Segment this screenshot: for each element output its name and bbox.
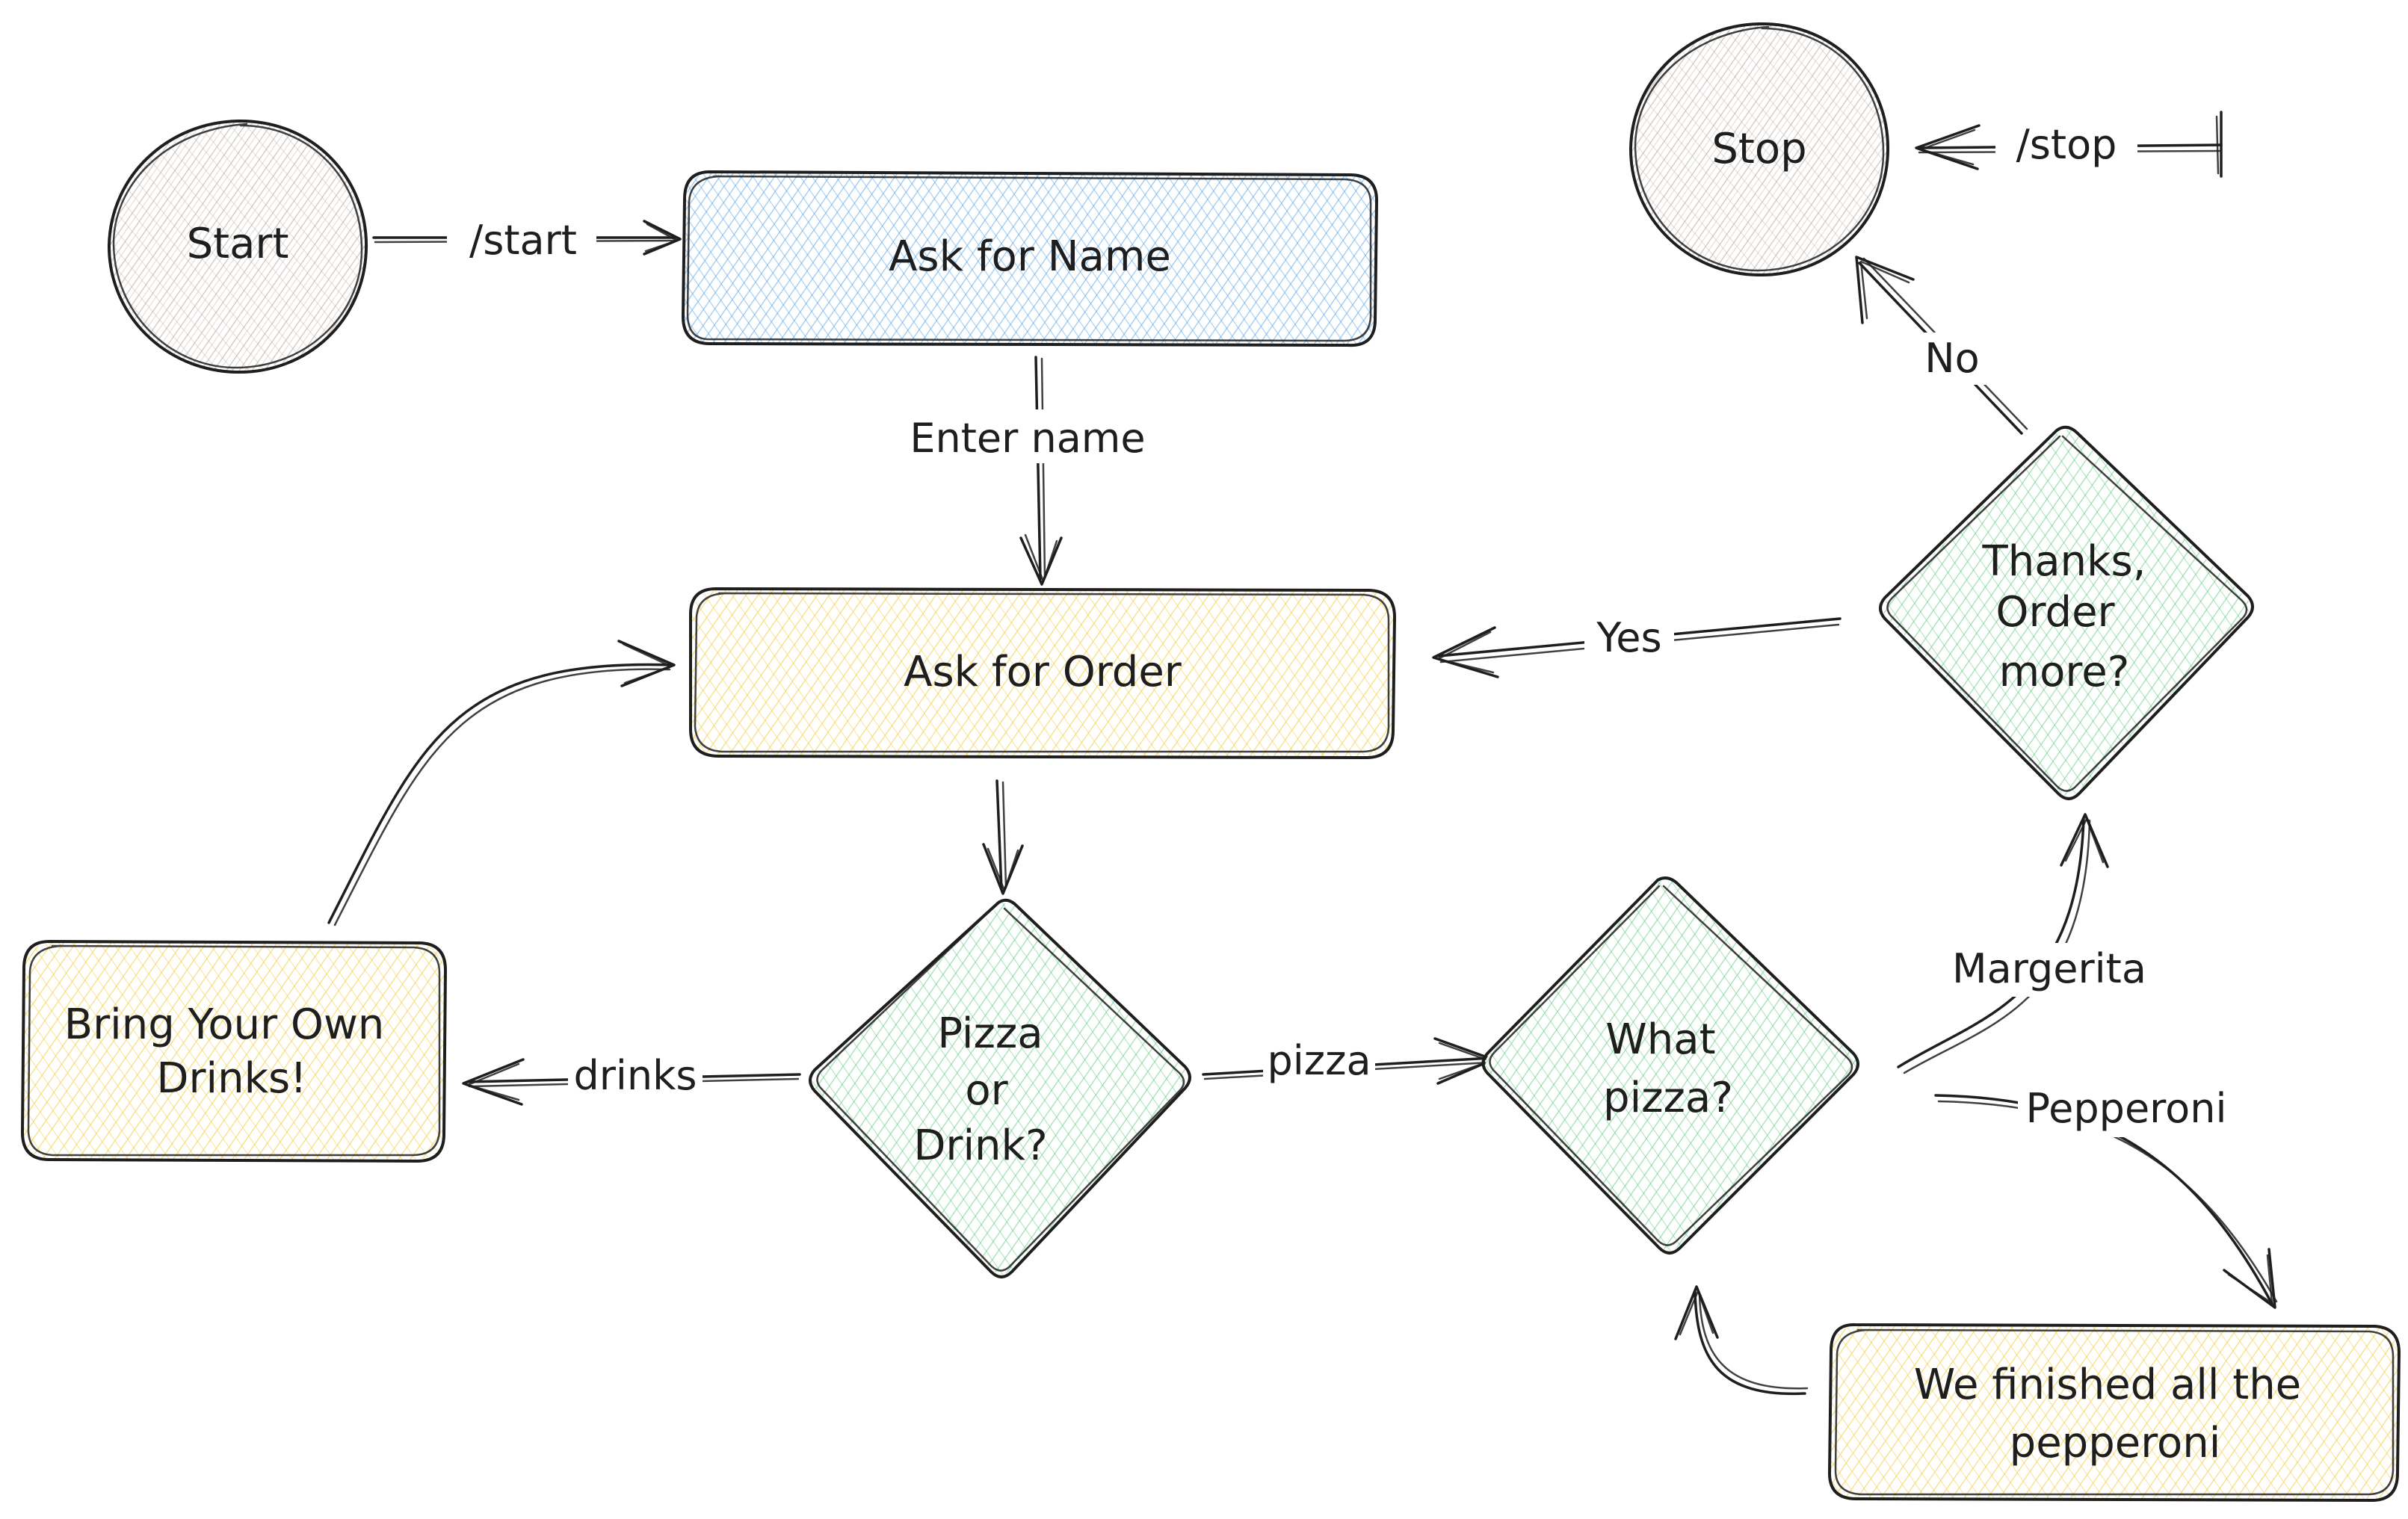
edge-ask-order-to-pizza-or-drink	[982, 779, 1024, 895]
byo-drinks-label-line-2: Drinks!	[156, 1054, 306, 1103]
stop-label: Stop	[1711, 125, 1806, 173]
byo-drinks-label-line-1: Bring Your Own	[64, 1000, 385, 1049]
thanks-label-line-2: Order	[1995, 588, 2115, 637]
thanks-label-line-1: Thanks,	[1982, 537, 2146, 586]
enter-name-label-bg	[901, 409, 1155, 463]
ask-order-node: Ask for Order	[689, 587, 1396, 759]
finished-pepperoni-node: We finished all the pepperoni	[1828, 1322, 2401, 1502]
pizza-or-drink-label-line-1: Pizza	[937, 1009, 1043, 1058]
drinks-label-bg	[568, 1050, 703, 1102]
ask-name-label: Ask for Name	[889, 232, 1171, 281]
thanks-order-more-node: Thanks, Order more?	[1879, 425, 2254, 800]
pizza-or-drink-label-line-3: Drink?	[913, 1122, 1047, 1170]
pizza-label: pizza	[1267, 1037, 1371, 1084]
pizza-label-bg	[1263, 1037, 1375, 1089]
what-pizza-label-line-2: pizza?	[1603, 1074, 1733, 1122]
yes-label: Yes	[1596, 614, 1661, 661]
pepperoni-label-bg	[2018, 1083, 2242, 1137]
what-pizza-label-line-1: What	[1605, 1015, 1715, 1064]
drinks-label: drinks	[573, 1052, 697, 1099]
ask-name-node: Ask for Name	[682, 170, 1378, 347]
finished-label-line-2: pepperoni	[2010, 1419, 2221, 1467]
no-label: No	[1924, 335, 1979, 382]
stop-node: Stop	[1629, 22, 1890, 277]
start-label: Start	[187, 220, 289, 268]
edge-drinks-back-to-order	[327, 640, 676, 926]
margerita-label: Margerita	[1952, 945, 2146, 992]
start-cmd-label-bg	[447, 213, 596, 265]
no-label-bg	[1913, 332, 1995, 385]
start-node: Start	[107, 119, 368, 374]
thanks-label-line-3: more?	[1999, 648, 2130, 696]
edge-ask-name-to-ask-order	[1019, 356, 1063, 586]
margerita-label-bg	[1936, 943, 2160, 997]
edge-finished-back-to-what-pizza	[1674, 1285, 1809, 1396]
pepperoni-label: Pepperoni	[2026, 1085, 2227, 1132]
what-pizza-node: What pizza?	[1481, 876, 1859, 1255]
pizza-or-drink-label-line-2: or	[965, 1066, 1008, 1115]
yes-label-bg	[1584, 609, 1674, 663]
stop-cmd-label-bg	[1995, 120, 2137, 172]
edge-pepperoni	[1934, 1094, 2278, 1309]
pizza-or-drink-node: Pizza or Drink?	[809, 898, 1191, 1278]
start-cmd-label: /start	[469, 217, 577, 264]
stop-cmd-label: /stop	[2016, 121, 2117, 168]
ask-order-label: Ask for Order	[904, 648, 1182, 696]
finished-label-line-1: We finished all the	[1914, 1361, 2301, 1409]
enter-name-label: Enter name	[910, 415, 1145, 462]
byo-drinks-node: Bring Your Own Drinks!	[21, 940, 447, 1163]
